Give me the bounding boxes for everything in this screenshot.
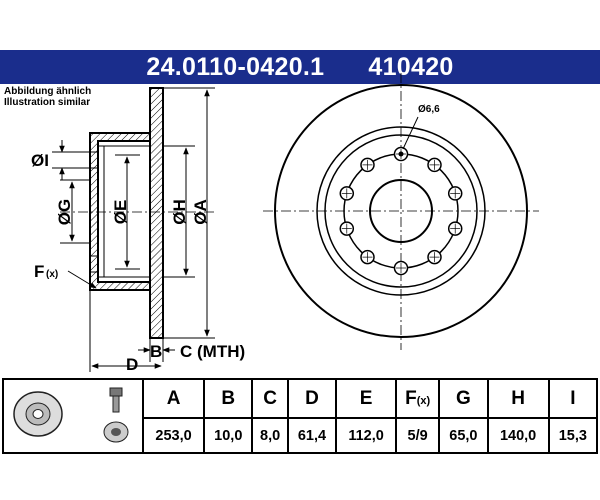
bolt-holes [339,146,463,276]
value-b: 10,0 [203,417,254,454]
value-h: 140,0 [486,417,550,454]
value-e: 112,0 [335,417,398,454]
hat-section [89,132,151,291]
value-g: 65,0 [438,417,489,454]
disc-cross-section [60,87,215,339]
label-d: D [126,355,138,374]
label-f: F [34,262,44,281]
part-number-header: 24.0110-0420.1 410420 [0,50,600,84]
label-dim-g: ØG [55,199,74,225]
brake-disc-icon [13,387,129,443]
illustration-note-en: Illustration similar [4,97,91,108]
header-h: H [486,377,550,420]
header-d: D [286,377,338,420]
label-dim-i: ØI [31,151,49,170]
part-number: 24.0110-0420.1 [146,53,325,81]
illustration-note: Abbildung ähnlich Illustration similar [4,86,91,108]
label-b: B [150,342,162,361]
specs-table: A B C D E F(x) G H I 253,0 10,0 8,0 61,4… [2,377,599,454]
short-number: 410420 [368,53,454,81]
disc-front-view [263,73,539,350]
outer-edge [274,84,528,338]
label-dim-a: ØA [191,199,210,225]
label-dim-e: ØE [111,200,130,225]
header-f-sub: (x) [416,394,431,407]
header-f-letter: F [405,387,417,409]
label-c-mth: C (MTH) [180,342,245,361]
label-dim-h: ØH [170,199,189,225]
header-a: A [141,377,206,420]
bolt-icon [109,387,123,413]
header-b: B [203,377,254,420]
friction-ring [149,87,164,339]
illustration-note-de: Abbildung ähnlich [4,86,92,97]
label-hole-diameter: Ø6,6 [418,104,440,115]
header-c: C [251,377,289,420]
value-a: 253,0 [141,417,206,454]
header-e: E [335,377,398,420]
header-i: I [547,377,599,420]
wheel-hub-icon [103,421,129,443]
label-f-sub: (x) [46,269,58,280]
value-f: 5/9 [395,417,441,454]
header-f: F(x) [395,377,441,420]
product-thumbnail [2,378,144,454]
value-i: 15,3 [547,417,599,454]
header-g: G [438,377,489,420]
value-c: 8,0 [251,417,289,454]
dimension-lines [52,87,215,372]
value-d: 61,4 [286,417,338,454]
